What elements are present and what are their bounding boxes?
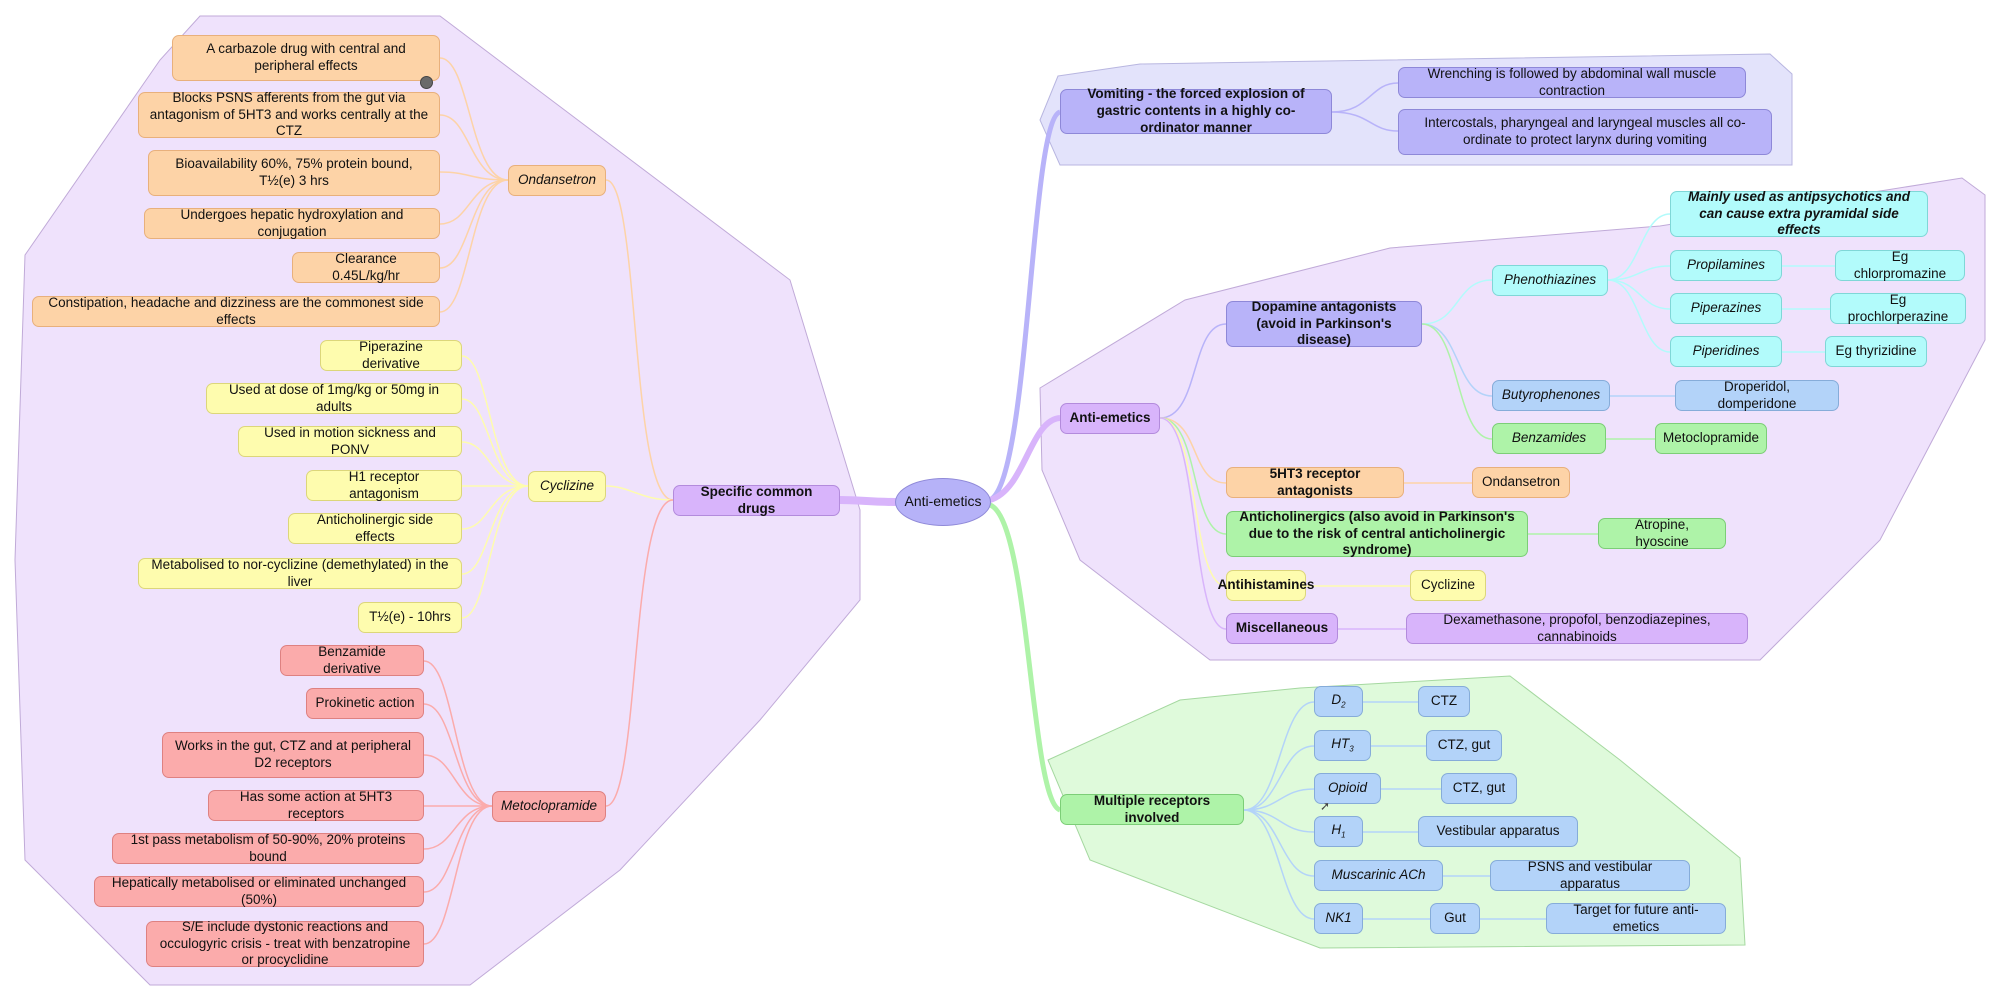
- receptor-opioid-site[interactable]: CTZ, gut: [1441, 773, 1517, 804]
- receptor-ht3[interactable]: HT3: [1314, 730, 1371, 761]
- metoclopramide-fact-3[interactable]: Works in the gut, CTZ and at peripheral …: [162, 732, 424, 778]
- butyrophenones-node[interactable]: Butyrophenones: [1492, 380, 1610, 411]
- metoclopramide-fact-6[interactable]: Hepatically metabolised or eliminated un…: [94, 875, 424, 907]
- cyclizine-fact-5[interactable]: Anticholinergic side effects: [288, 512, 462, 544]
- link-hub-metoclopramide: [605, 499, 674, 807]
- receptor-nk1-site[interactable]: Gut: [1430, 903, 1480, 934]
- cyclizine-fact-2[interactable]: Used at dose of 1mg/kg or 50mg in adults: [206, 382, 462, 414]
- ondansetron-fact-2-text: Blocks PSNS afferents from the gut via a…: [149, 89, 429, 139]
- metoclopramide-node[interactable]: Metoclopramide: [492, 791, 606, 822]
- cyclizine-node[interactable]: Cyclizine: [528, 471, 606, 502]
- receptor-ht3-label: HT3: [1331, 736, 1354, 754]
- receptor-nk1-future[interactable]: Target for future anti-emetics: [1546, 902, 1726, 934]
- metoclopramide-fact-7[interactable]: S/E include dystonic reactions and occul…: [146, 919, 424, 967]
- cyclizine-fact-1[interactable]: Piperazine derivative: [320, 339, 462, 371]
- vomiting-node[interactable]: Vomiting - the forced explosion of gastr…: [1060, 86, 1332, 135]
- receptor-h1-site[interactable]: Vestibular apparatus: [1418, 816, 1578, 847]
- piperidines-node[interactable]: Piperidines: [1670, 336, 1782, 367]
- 5ht3-antagonists-example[interactable]: Ondansetron: [1472, 467, 1570, 498]
- ondansetron-fact-2[interactable]: Blocks PSNS afferents from the gut via a…: [138, 89, 440, 139]
- receptor-h1[interactable]: H1: [1314, 816, 1363, 847]
- receptor-muscarinic-site[interactable]: PSNS and vestibular apparatus: [1490, 859, 1690, 891]
- miscellaneous-node[interactable]: Miscellaneous: [1226, 613, 1338, 644]
- ondansetron-fact-3[interactable]: Bioavailability 60%, 75% protein bound, …: [148, 150, 440, 196]
- link-center-vomiting: [988, 109, 1062, 503]
- note-icon: [420, 76, 433, 89]
- piperidines-example[interactable]: Eg thyrizidine: [1825, 336, 1927, 367]
- link-center-receptors: [988, 502, 1062, 813]
- anticholinergics-example[interactable]: Atropine, hyoscine: [1598, 517, 1726, 549]
- benzamides-node[interactable]: Benzamides: [1492, 423, 1606, 454]
- antihistamines-example[interactable]: Cyclizine: [1410, 570, 1486, 601]
- arrow-icon: ➚: [1320, 799, 1331, 813]
- cyclizine-fact-4[interactable]: H1 receptor antagonism: [306, 469, 462, 501]
- 5ht3-antagonists-label: 5HT3 receptor antagonists: [1269, 465, 1361, 498]
- receptor-d2[interactable]: D2: [1314, 686, 1363, 717]
- ondansetron-fact-1[interactable]: A carbazole drug with central and periph…: [172, 35, 440, 81]
- 5ht3-antagonists-node[interactable]: 5HT3 receptor antagonists: [1226, 465, 1404, 498]
- receptor-d2-label: D2: [1331, 692, 1346, 710]
- propilamines-node[interactable]: Propilamines: [1670, 250, 1782, 281]
- phenothiazines-node[interactable]: Phenothiazines: [1492, 265, 1608, 296]
- phenothiazines-note[interactable]: Mainly used as antipsychotics and can ca…: [1670, 189, 1928, 237]
- receptor-opioid[interactable]: Opioid: [1314, 773, 1381, 804]
- receptor-h1-label: H1: [1331, 822, 1346, 840]
- ondansetron-fact-4[interactable]: Undergoes hepatic hydroxylation and conj…: [144, 207, 440, 239]
- anti-emetics-node[interactable]: Anti-emetics: [1060, 403, 1160, 434]
- metoclopramide-fact-2[interactable]: Prokinetic action: [306, 688, 424, 719]
- vomiting-fact-1[interactable]: Wrenching is followed by abdominal wall …: [1398, 66, 1746, 98]
- miscellaneous-example[interactable]: Dexamethasone, propofol, benzodiazepines…: [1406, 612, 1748, 644]
- link-hub-ondansetron: [605, 179, 674, 501]
- antihistamines-node[interactable]: Antihistamines: [1218, 570, 1314, 601]
- anticholinergics-node[interactable]: Anticholinergics (also avoid in Parkinso…: [1226, 509, 1528, 557]
- ondansetron-fact-5[interactable]: Clearance 0.45L/kg/hr: [292, 251, 440, 283]
- dopamine-antagonists-node[interactable]: Dopamine antagonists (avoid in Parkinson…: [1226, 299, 1422, 347]
- link-center-antiemetics: [988, 415, 1061, 503]
- cyclizine-fact-6[interactable]: Metabolised to nor-cyclizine (demethylat…: [138, 557, 462, 589]
- link-center-left: [839, 496, 897, 506]
- cyclizine-fact-7[interactable]: T½(e) - 10hrs: [358, 602, 462, 633]
- link-hub-cyclizine: [605, 485, 674, 501]
- cyclizine-fact-3[interactable]: Used in motion sickness and PONV: [238, 425, 462, 457]
- center-topic[interactable]: Anti-emetics: [895, 478, 991, 526]
- benzamides-example[interactable]: Metoclopramide: [1655, 423, 1767, 454]
- receptor-ht3-site[interactable]: CTZ, gut: [1426, 730, 1502, 761]
- ondansetron-node[interactable]: Ondansetron: [508, 165, 606, 196]
- butyrophenones-example[interactable]: Droperidol, domperidone: [1675, 379, 1839, 411]
- piperazines-node[interactable]: Piperazines: [1670, 293, 1782, 324]
- metoclopramide-fact-1[interactable]: Benzamide derivative: [280, 644, 424, 676]
- metoclopramide-fact-4[interactable]: Has some action at 5HT3 receptors: [208, 789, 424, 821]
- receptor-muscarinic[interactable]: Muscarinic ACh: [1314, 860, 1443, 891]
- ondansetron-fact-6[interactable]: Constipation, headache and dizziness are…: [32, 295, 440, 327]
- multiple-receptors-node[interactable]: Multiple receptors involved: [1060, 793, 1244, 825]
- piperazines-example[interactable]: Eg prochlorperazine: [1830, 292, 1966, 324]
- vomiting-fact-2[interactable]: Intercostals, pharyngeal and laryngeal m…: [1398, 109, 1772, 155]
- specific-common-drugs-node[interactable]: Specific common drugs: [673, 484, 840, 516]
- propilamines-example[interactable]: Eg chlorpromazine: [1835, 249, 1965, 281]
- receptor-nk1[interactable]: NK1: [1314, 903, 1363, 934]
- receptor-d2-site[interactable]: CTZ: [1418, 686, 1470, 717]
- metoclopramide-fact-5[interactable]: 1st pass metabolism of 50-90%, 20% prote…: [112, 832, 424, 864]
